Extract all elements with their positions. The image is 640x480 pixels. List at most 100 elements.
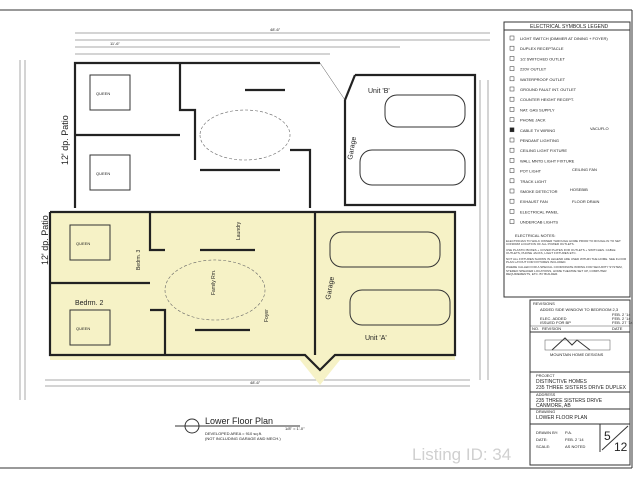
unit-b-walls [73, 61, 477, 208]
revisions-title: REVISIONS [533, 301, 555, 306]
legend-symbol-icon [509, 168, 515, 173]
listing-watermark: Listing ID: 34 [412, 445, 511, 464]
bed-label: QUEEN [96, 91, 110, 96]
scale-label: SCALE: [536, 444, 550, 449]
address: 235 THREE SISTERS DRIVE [536, 398, 603, 404]
revision-col: REVISION [542, 326, 561, 331]
legend-item: 220V OUTLET [520, 67, 547, 72]
legend-item: CEILING LIGHT FIXTURE [520, 148, 567, 153]
plan-title-text: Lower Floor Plan [205, 416, 273, 426]
legend-extra: VACUFLO [590, 126, 609, 131]
revision-date: FEB. 27 '14 [612, 320, 634, 325]
legend-item: GROUND FAULT INT. OUTLET [520, 87, 577, 92]
legend-item: ELECTRICAL PANEL [520, 209, 559, 214]
unit-a-bay-highlight [300, 360, 340, 385]
revision-row: ELEC. ADDED [540, 316, 567, 321]
legend-item: WALL MNTD LIGHT FIXTURE [520, 158, 575, 163]
legend-symbol-icon [509, 76, 515, 82]
legend-symbol-icon [509, 219, 515, 224]
bedroom-2-label: Bedrm. 2 [75, 300, 104, 307]
unit-a-highlight [50, 212, 455, 360]
legend-symbol-icon [509, 127, 515, 133]
note: ELECTRICIAN TO WALK OWNER THROUGH HOME P… [506, 240, 621, 247]
legend-item: DUPLEX RECEPTACLE [520, 46, 564, 51]
legend-symbol-icon [509, 209, 515, 214]
legend-item: NAT. GAS SUPPLY [520, 107, 555, 112]
legend-symbol-icon [509, 178, 515, 184]
note: WHERE CALLED FOR A SPECIAL COORDINATE WI… [506, 265, 623, 277]
legend-symbol-icon [509, 117, 515, 122]
sheet-total: 12 [614, 440, 628, 454]
dimension-label: 48'-6" [250, 380, 261, 385]
unit-b-label: Unit 'B' [368, 88, 390, 95]
revision-date: FEB. 2 '14 [612, 316, 631, 321]
company-name: MOUNTAIN HOME DESIGNS [550, 352, 604, 357]
project-name: DISTINCTIVE HOMES [536, 379, 588, 385]
bed-label: QUEEN [96, 171, 110, 176]
scale: AS NOTED [565, 444, 586, 449]
dimension-label: 11'-6" [110, 41, 120, 46]
legend-item: PENDANT LIGHTING [520, 138, 559, 143]
revision-col: DATE [612, 326, 623, 331]
legend-item: EXHAUST FAN [520, 199, 548, 204]
legend-symbol-icon [509, 188, 515, 194]
plan-title: Lower Floor Plan 1/8" = 1'-0" DEVELOPED … [175, 416, 305, 441]
legend-item: LIGHT SWITCH (DIMMER AT DINING + FOYER) [520, 36, 608, 41]
legend-symbol-icon [509, 96, 515, 102]
plan-area: DEVELOPED AREA = 910 sq.ft. [205, 431, 262, 436]
legend-symbol-icon [509, 45, 515, 51]
revision-col: NO. [532, 326, 539, 331]
legend-item: CABLE TV WIRING [520, 128, 555, 133]
bedroom-3-label: Bedrm. 3 [136, 249, 142, 270]
legend-item: WATERPROOF OUTLET [520, 77, 566, 82]
sheet-number: 5 [604, 429, 611, 443]
drawing-name: LOWER FLOOR PLAN [536, 415, 588, 421]
legend-item: TRACK LIGHT [520, 179, 547, 184]
project-label: PROJECT [536, 373, 555, 378]
legend-item: PHONE JACK [520, 118, 546, 123]
legend-symbol-icon [509, 198, 515, 204]
company-logo: MOUNTAIN HOME DESIGNS [544, 337, 611, 357]
legend-symbol-icon [509, 86, 515, 92]
legend-item: COUNTER HEIGHT RECEPT. [520, 97, 574, 102]
unit-a-walls [48, 210, 457, 372]
garage-cars [329, 94, 466, 326]
bed-label: QUEEN [76, 241, 90, 246]
laundry-label: Laundry [236, 221, 242, 240]
legend-symbol-icon [509, 147, 515, 153]
legend-symbol-icon [509, 66, 515, 71]
legend-item: 1/2 SWITCHED OUTLET [520, 56, 565, 61]
revision-row: ISSUED FOR BP [540, 320, 571, 325]
note: USE PLASTIC BOXES + COVER PLATES FOR OUT… [506, 247, 616, 256]
bed-label: QUEEN [76, 326, 90, 331]
family-room-label: Family Rm. [211, 270, 217, 295]
address-city: CANMORE, AB [536, 403, 571, 409]
dimension-lines: 48'-6" 11'-6" 48'-6" [19, 27, 490, 400]
legend-item: UNDERCAB LIGHTS [520, 220, 558, 225]
project-name-2: 235 THREE SISTERS DRIVE DUPLEX [536, 385, 627, 391]
unit-a-label: Unit 'A' [365, 335, 387, 342]
legend-symbol-icon [509, 137, 515, 143]
date-label: DATE: [536, 437, 547, 442]
legend-extra: HOSEBIB [570, 187, 588, 192]
title-block: REVISIONS ADDED SIDE WINDOW TO BEDROOM 2… [529, 299, 634, 466]
legend-symbol-icon [509, 56, 515, 61]
patio-label: 12' dp. Patio [60, 115, 70, 165]
notes-title: ELECTRICAL NOTES: [515, 233, 556, 238]
revision-row: ADDED SIDE WINDOW TO BEDROOM 2,3 [540, 307, 619, 312]
drawing-label: DRAWING [536, 409, 555, 414]
dimension-label: 48'-6" [270, 27, 281, 32]
legend-symbol-icon [509, 158, 515, 163]
legend-extra: FLOOR DRAIN [572, 199, 599, 204]
legend-symbol-icon [509, 107, 515, 112]
plan-area-note: (NOT INCLUDING GARAGE AND MECH.) [205, 436, 281, 441]
legend-item: POT LIGHT [520, 169, 542, 174]
revision-date: FEB. 2 '14 [612, 312, 631, 317]
address-label: ADDRESS [536, 392, 556, 397]
bedroom-furniture: QUEEN QUEEN QUEEN QUEEN [69, 74, 131, 346]
patio-label: 12' dp. Patio [40, 215, 50, 265]
sheet-border [0, 9, 633, 469]
drawn-by-label: DRAWN BY: [536, 430, 558, 435]
plan-scale: 1/8" = 1'-0" [285, 426, 305, 431]
